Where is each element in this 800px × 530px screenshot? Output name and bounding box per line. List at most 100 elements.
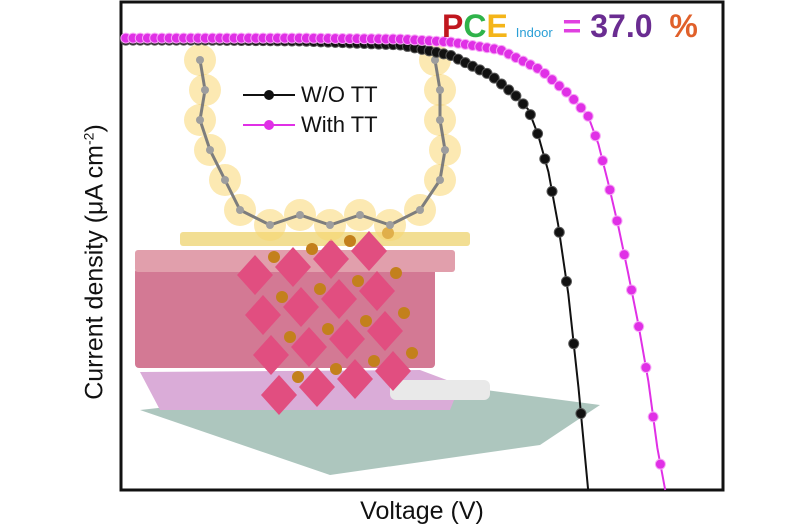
atom [201,86,209,94]
pce-c: C [463,8,487,44]
octahedron [375,351,411,391]
cation-sphere [322,323,334,335]
data-point [604,184,616,196]
atom [431,56,439,64]
pce-subscript: Indoor [515,25,553,40]
data-point [503,84,515,96]
atom [296,211,304,219]
legend: W/O TT With TT [243,80,378,140]
cation-sphere [314,283,326,295]
data-point [575,102,587,114]
data-point [618,249,630,261]
octahedron [245,295,281,335]
cation-sphere [276,291,288,303]
data-point [517,98,529,110]
atom [436,116,444,124]
atom [436,86,444,94]
data-point [524,109,536,121]
atom [326,221,334,229]
series-layer [120,32,667,491]
data-point [568,338,580,350]
plot-frame [119,0,725,492]
octahedron [275,247,311,287]
atom [356,211,364,219]
data-point [589,130,601,142]
tt-molecule [184,44,461,241]
cation-sphere [292,371,304,383]
electrode-white [390,380,490,400]
data-point [560,276,572,288]
data-point [582,110,594,122]
cation-sphere [284,331,296,343]
cation-sphere [330,363,342,375]
data-point [568,93,580,105]
cation-sphere [268,251,280,263]
data-point [640,362,652,374]
octahedron [237,255,273,295]
pce-p: P [442,8,464,44]
data-point [539,67,551,79]
cation-sphere [368,355,380,367]
data-point [560,86,572,98]
octahedron [329,319,365,359]
pce-value: 37.0 [590,8,653,44]
octahedron [359,271,395,311]
cation-sphere [360,315,372,327]
legend-item-wo-tt: W/O TT [243,80,378,110]
device-illustration [135,44,600,475]
octahedron [291,327,327,367]
legend-label: With TT [301,112,378,137]
data-point [647,411,659,423]
x-axis-label: Voltage (V) [360,497,484,525]
atom [441,146,449,154]
data-point [611,215,623,227]
legend-label: W/O TT [301,82,378,107]
octahedron [321,279,357,319]
atom [196,116,204,124]
data-point [575,408,587,420]
cation-sphere [352,275,364,287]
atom [436,176,444,184]
cation-sphere [306,243,318,255]
pce-equals: = [562,8,582,44]
data-point [546,74,558,86]
pce-annotation: PCE Indoor = 37.0 % [442,8,698,45]
pce-e: E [486,8,508,44]
pce-unit: % [669,8,698,44]
legend-marker-magenta [243,120,295,130]
cation-sphere [390,267,402,279]
octahedron [367,311,403,351]
data-point [553,226,565,238]
cation-sphere [344,235,356,247]
atom [221,176,229,184]
octahedron [283,287,319,327]
data-point [532,128,544,140]
octahedron [351,231,387,271]
cation-sphere [406,347,418,359]
data-point [553,80,565,92]
cation-sphere [398,307,410,319]
atom [206,146,214,154]
octahedron [253,335,289,375]
y-axis-label-close: ) [80,124,109,133]
data-point [510,90,522,102]
atom [196,56,204,64]
data-point [488,72,500,84]
octahedron [313,239,349,279]
atom [266,221,274,229]
y-axis-label-sup: -2 [80,132,97,146]
octahedron [261,375,297,415]
y-axis-label: Current density (μA cm-2) [80,124,109,400]
electrode-layer [140,370,460,410]
atom [416,206,424,214]
data-point [597,155,609,167]
atom [386,221,394,229]
data-point [539,153,551,165]
atom [236,206,244,214]
data-point [625,284,637,296]
y-axis-label-text: Current density (μA cm [80,145,109,400]
data-point [654,458,666,470]
octahedron [299,367,335,407]
legend-item-with-tt: With TT [243,110,378,140]
